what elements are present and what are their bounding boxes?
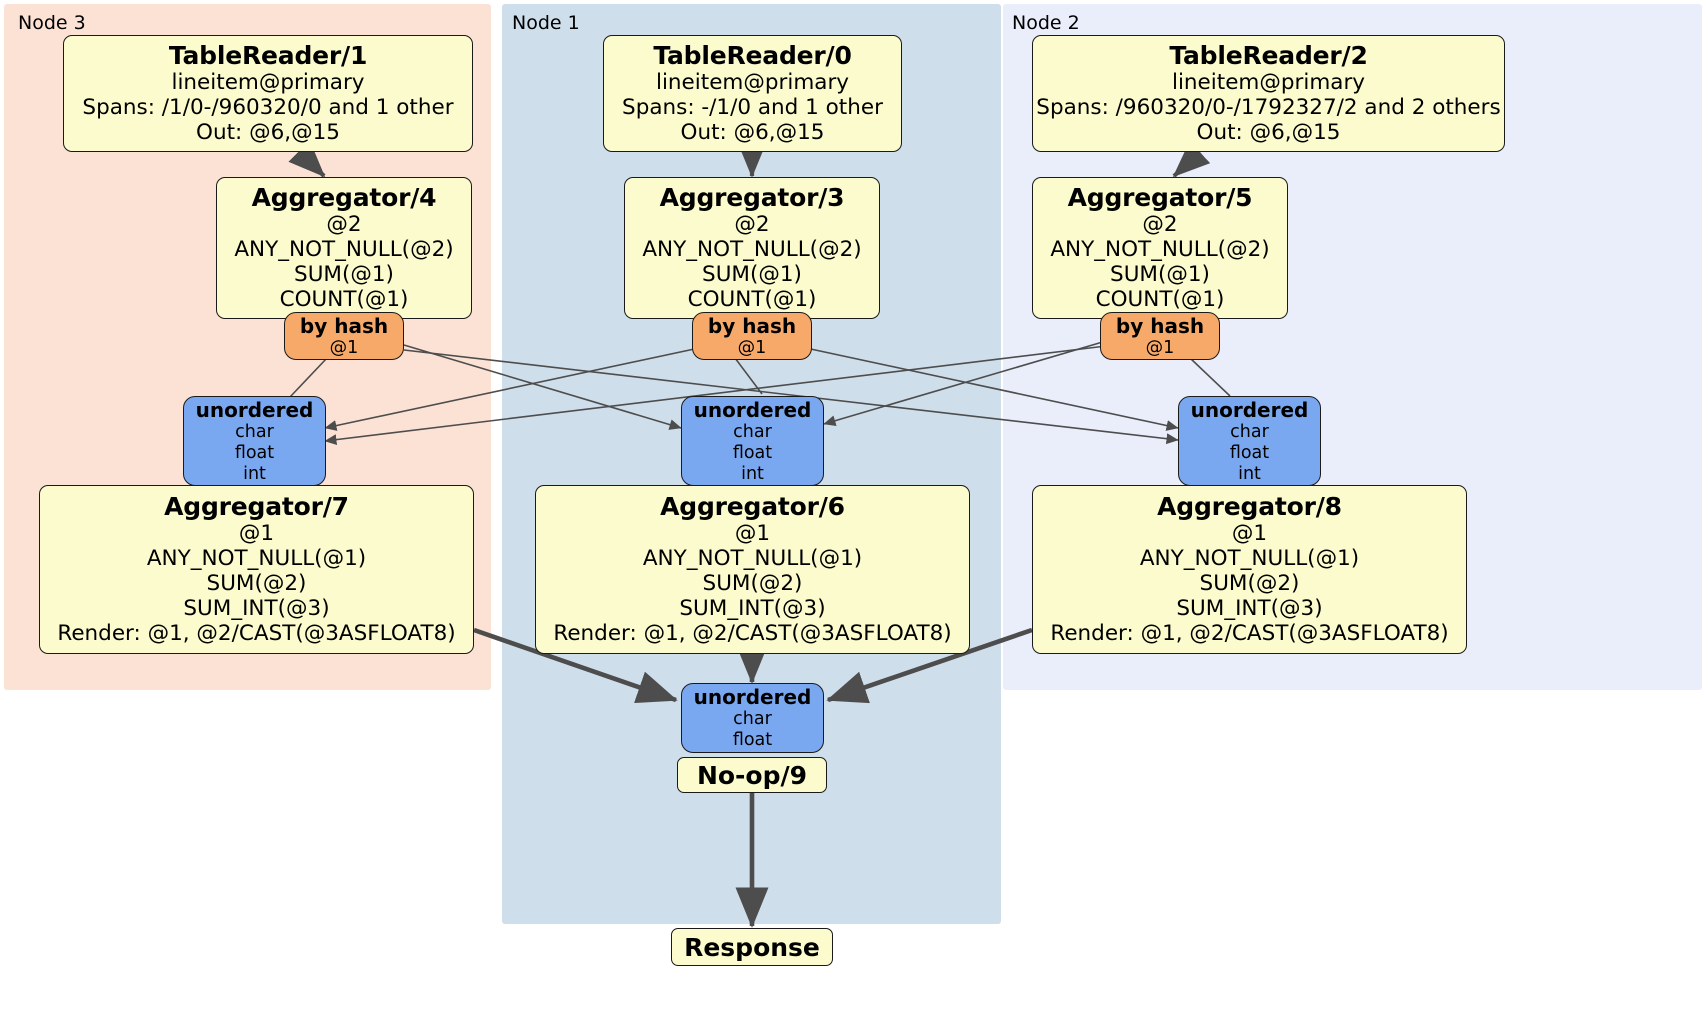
cluster-label-node-3: Node 3 <box>18 12 86 34</box>
processor-detail-line: @1 <box>734 521 771 547</box>
router-detail-line: @1 <box>1145 337 1175 358</box>
processor-title: TableReader/2 <box>1169 41 1368 71</box>
processor-response[interactable]: Response <box>671 928 833 966</box>
processor-detail-line: SUM(@2) <box>1199 571 1300 597</box>
processor-title: Aggregator/4 <box>251 183 437 213</box>
processor-detail-line: Render: @1, @2/CAST(@3ASFLOAT8) <box>553 620 952 646</box>
processor-detail-line: Render: @1, @2/CAST(@3ASFLOAT8) <box>57 620 456 646</box>
processor-detail-line: Spans: /960320/0-/1792327/2 and 2 others <box>1036 95 1501 121</box>
router-by-hash-mid[interactable]: by hash @1 <box>692 312 812 360</box>
processor-aggregator-8[interactable]: Aggregator/8 @1 ANY_NOT_NULL(@1) SUM(@2)… <box>1032 485 1467 654</box>
router-unordered-right[interactable]: unordered char float int <box>1178 396 1321 486</box>
processor-aggregator-5[interactable]: Aggregator/5 @2 ANY_NOT_NULL(@2) SUM(@1)… <box>1032 177 1288 319</box>
router-detail-line: float <box>1229 442 1270 463</box>
processor-table-reader-2[interactable]: TableReader/2 lineitem@primary Spans: /9… <box>1032 35 1505 152</box>
processor-detail-line: Spans: /1/0-/960320/0 and 1 other <box>82 95 454 121</box>
processor-detail-line: SUM(@1) <box>294 262 394 287</box>
processor-detail-line: SUM(@2) <box>702 571 803 597</box>
processor-aggregator-3[interactable]: Aggregator/3 @2 ANY_NOT_NULL(@2) SUM(@1)… <box>624 177 880 319</box>
router-detail-line: char <box>235 421 274 442</box>
processor-detail-line: @2 <box>1142 212 1178 238</box>
router-unordered-final[interactable]: unordered char float <box>681 683 824 753</box>
cluster-label-node-1: Node 1 <box>512 12 580 34</box>
router-title: unordered <box>195 397 314 422</box>
processor-noop-9[interactable]: No-op/9 <box>677 757 827 793</box>
processor-detail-line: Render: @1, @2/CAST(@3ASFLOAT8) <box>1050 620 1449 646</box>
processor-detail-line: ANY_NOT_NULL(@1) <box>1139 546 1360 572</box>
processor-detail-line: SUM_INT(@3) <box>1176 595 1323 621</box>
router-title: by hash <box>299 313 389 338</box>
processor-title: Response <box>684 932 820 962</box>
processor-detail-line: @2 <box>326 212 362 238</box>
processor-detail-line: @1 <box>1231 521 1268 547</box>
processor-detail-line: lineitem@primary <box>1171 70 1366 96</box>
processor-detail-line: SUM(@1) <box>1110 262 1210 287</box>
router-detail-line: char <box>1230 421 1269 442</box>
processor-detail-line: Spans: -/1/0 and 1 other <box>622 95 883 121</box>
processor-detail-line: lineitem@primary <box>171 70 365 96</box>
processor-title: Aggregator/6 <box>660 492 845 522</box>
processor-title: No-op/9 <box>696 760 808 790</box>
processor-title: TableReader/1 <box>168 41 368 71</box>
processor-detail-line: COUNT(@1) <box>1095 286 1225 312</box>
processor-table-reader-0[interactable]: TableReader/0 lineitem@primary Spans: -/… <box>603 35 902 152</box>
processor-detail-line: lineitem@primary <box>655 70 850 96</box>
router-title: by hash <box>707 313 797 338</box>
processor-detail-line: COUNT(@1) <box>279 286 409 312</box>
processor-title: Aggregator/3 <box>659 183 845 213</box>
processor-detail-line: SUM(@2) <box>206 571 307 597</box>
processor-detail-line: SUM_INT(@3) <box>679 595 826 621</box>
processor-detail-line: ANY_NOT_NULL(@2) <box>642 237 862 263</box>
processor-title: Aggregator/5 <box>1067 183 1253 213</box>
processor-aggregator-6[interactable]: Aggregator/6 @1 ANY_NOT_NULL(@1) SUM(@2)… <box>535 485 970 654</box>
processor-detail-line: ANY_NOT_NULL(@1) <box>642 546 863 572</box>
processor-title: Aggregator/7 <box>164 492 349 522</box>
router-by-hash-left[interactable]: by hash @1 <box>284 312 404 360</box>
router-detail-line: int <box>1238 463 1261 484</box>
router-detail-line: float <box>732 442 773 463</box>
router-detail-line: float <box>234 442 275 463</box>
processor-detail-line: @2 <box>734 212 770 238</box>
router-title: unordered <box>1190 397 1309 422</box>
cluster-label-node-2: Node 2 <box>1012 12 1080 34</box>
router-title: by hash <box>1115 313 1205 338</box>
processor-detail-line: Out: @6,@15 <box>196 119 340 145</box>
processor-detail-line: @1 <box>238 521 275 547</box>
router-title: unordered <box>693 685 812 709</box>
processor-detail-line: Out: @6,@15 <box>680 119 825 145</box>
router-detail-line: char <box>733 421 772 442</box>
processor-title: Aggregator/8 <box>1157 492 1342 522</box>
router-title: unordered <box>693 397 812 422</box>
processor-detail-line: Out: @6,@15 <box>1196 119 1341 145</box>
processor-detail-line: ANY_NOT_NULL(@2) <box>1050 237 1270 263</box>
router-detail-line: int <box>243 463 266 484</box>
router-detail-line: float <box>732 730 773 750</box>
router-detail-line: int <box>741 463 764 484</box>
router-detail-line: @1 <box>737 337 767 358</box>
processor-detail-line: SUM_INT(@3) <box>183 595 330 621</box>
processor-detail-line: ANY_NOT_NULL(@1) <box>146 546 367 572</box>
processor-table-reader-1[interactable]: TableReader/1 lineitem@primary Spans: /1… <box>63 35 473 152</box>
processor-detail-line: COUNT(@1) <box>687 286 817 312</box>
router-detail-line: char <box>733 709 772 729</box>
processor-title: TableReader/0 <box>653 41 852 71</box>
processor-aggregator-4[interactable]: Aggregator/4 @2 ANY_NOT_NULL(@2) SUM(@1)… <box>216 177 472 319</box>
processor-aggregator-7[interactable]: Aggregator/7 @1 ANY_NOT_NULL(@1) SUM(@2)… <box>39 485 474 654</box>
router-unordered-mid[interactable]: unordered char float int <box>681 396 824 486</box>
router-detail-line: @1 <box>329 337 359 358</box>
processor-detail-line: ANY_NOT_NULL(@2) <box>234 237 454 263</box>
router-unordered-left[interactable]: unordered char float int <box>183 396 326 486</box>
router-by-hash-right[interactable]: by hash @1 <box>1100 312 1220 360</box>
processor-detail-line: SUM(@1) <box>702 262 802 287</box>
